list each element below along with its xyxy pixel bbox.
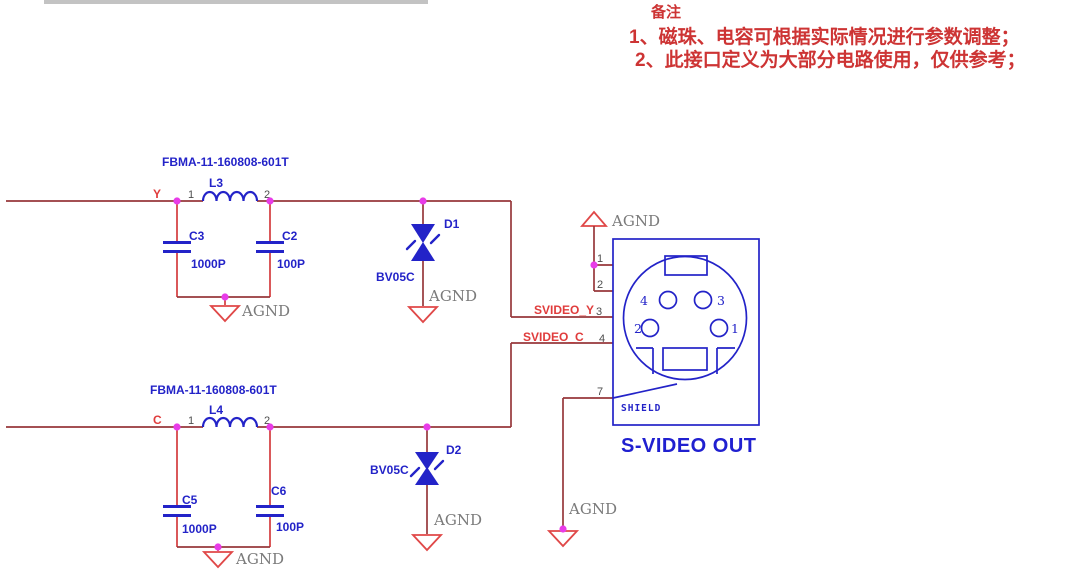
net-label-svideo-y: SVIDEO_Y — [534, 303, 594, 317]
junction-dot — [173, 197, 181, 205]
cap-c2-ref: C2 — [282, 229, 298, 243]
cap-c6-plate-bottom — [256, 514, 284, 517]
cap-c6-plate-top — [256, 505, 284, 508]
shield-label: SHIELD — [621, 403, 661, 414]
junction-dot — [221, 293, 229, 301]
junction-dot — [266, 423, 274, 431]
cap-c3-value: 1000P — [191, 257, 226, 271]
connector-key-slot — [664, 255, 708, 276]
junction-dot — [266, 197, 274, 205]
notes-block: 备注 1、磁珠、电容可根据实际情况进行参数调整； 2、此接口定义为大部分电路使用… — [629, 3, 1026, 71]
l4-pin2-number: 2 — [264, 415, 270, 427]
d2-zener-bars — [409, 459, 445, 478]
agnd-label-filter-y: AGND — [241, 302, 290, 320]
hole-number-1: 1 — [731, 321, 739, 336]
connector-pin1-number: 1 — [597, 253, 603, 265]
top-gray-bar — [44, 0, 428, 4]
shield-ground: AGND — [546, 397, 617, 548]
l3-pin2-number: 2 — [264, 189, 270, 201]
agnd-symbol-d2 — [410, 534, 444, 552]
net-label-c: C — [153, 413, 162, 427]
ferrite-part-label-c: FBMA-11-160808-601T — [150, 383, 277, 397]
inductor-l4-ref: L4 — [209, 403, 223, 417]
agnd-symbol-filter-c — [201, 551, 235, 569]
svideo-connector: 4 3 2 1 SHIELD 1 2 3 4 7 S-VIDEO OUT — [596, 238, 760, 457]
net-label-svideo-c: SVIDEO_C — [523, 330, 584, 344]
junction-dot — [214, 543, 222, 551]
d2-diode-lower-triangle — [415, 467, 439, 485]
filter-c: FBMA-11-160808-601T L4 1 2 C C5 1000P C6… — [6, 342, 613, 569]
tvs-d1: D1 BV05C AGND — [376, 201, 477, 324]
agnd-label-shield: AGND — [568, 500, 617, 518]
cap-c6-ref: C6 — [271, 484, 287, 498]
hole-number-4: 4 — [640, 293, 648, 308]
filter-y: FBMA-11-160808-601T L3 1 2 Y C3 1000P C2… — [6, 155, 613, 323]
junction-dots — [173, 197, 598, 551]
wire-net-c — [6, 342, 613, 428]
inductor-l3-ref: L3 — [209, 176, 223, 190]
inductor-l4-symbol — [201, 416, 259, 428]
connector-pin3-number: 3 — [596, 306, 602, 318]
connector-hole-2 — [640, 318, 660, 338]
cap-c2-plate-top — [256, 241, 284, 244]
connector-shield-slot — [662, 347, 708, 371]
l3-pin1-number: 1 — [188, 189, 194, 201]
agnd-label-d2: AGND — [433, 511, 482, 529]
net-label-y: Y — [153, 187, 161, 201]
junction-dot — [173, 423, 181, 431]
hole-number-3: 3 — [717, 293, 725, 308]
connector-pin7-number: 7 — [597, 386, 603, 398]
d1-diode-lower-triangle — [411, 242, 435, 261]
notes-line-1: 1、磁珠、电容可根据实际情况进行参数调整； — [629, 25, 1020, 48]
connector-pin2-number: 2 — [597, 279, 603, 291]
cap-c5-ref: C5 — [182, 493, 198, 507]
d2-diode-upper-triangle — [415, 452, 439, 470]
d1-diode-upper-triangle — [411, 224, 435, 243]
agnd-label-connector-top: AGND — [611, 212, 660, 230]
cap-c5-plate-top — [163, 505, 191, 508]
connector-hole-1 — [709, 318, 729, 338]
connector-hole-3 — [693, 290, 713, 310]
junction-dot — [423, 423, 431, 431]
junction-dot — [590, 261, 598, 269]
agnd-symbol-filter-y — [208, 305, 242, 323]
shield-connection-line — [612, 383, 678, 399]
inductor-l3-symbol — [201, 190, 259, 202]
cap-c5-value: 1000P — [182, 522, 217, 536]
cap-c6-value: 100P — [276, 520, 304, 534]
d1-ref: D1 — [444, 217, 460, 231]
connector-top-ground: AGND — [580, 210, 660, 292]
agnd-symbol-shield — [546, 530, 580, 548]
tvs-d2: D2 BV05C AGND — [370, 427, 482, 552]
connector-pin4-number: 4 — [599, 333, 605, 345]
pin7-wire — [562, 397, 613, 529]
notes-line-2: 2、此接口定义为大部分电路使用，仅供参考； — [635, 48, 1026, 71]
agnd-symbol-d1 — [406, 306, 440, 324]
connector-body — [612, 238, 760, 426]
junction-dot — [559, 525, 567, 533]
cap-c2-value: 100P — [277, 257, 305, 271]
l4-pin1-number: 1 — [188, 415, 194, 427]
cap-c3-plate-top — [163, 241, 191, 244]
notes-title: 备注 — [650, 3, 681, 21]
agnd-label-filter-c: AGND — [235, 550, 284, 568]
connector-title: S-VIDEO OUT — [621, 435, 757, 457]
agnd-symbol-connector-top — [580, 210, 608, 227]
cap-c3-plate-bottom — [163, 250, 191, 253]
hole-number-2: 2 — [634, 321, 642, 336]
cap-c5-plate-bottom — [163, 514, 191, 517]
d1-zener-bars — [405, 233, 441, 251]
d2-part: BV05C — [370, 463, 409, 477]
connector-hole-4 — [658, 290, 678, 310]
wire-net-y — [6, 200, 613, 318]
ferrite-part-label-y: FBMA-11-160808-601T — [162, 155, 289, 169]
cap-c2-plate-bottom — [256, 250, 284, 253]
agnd-label-d1: AGND — [428, 287, 477, 305]
d2-ref: D2 — [446, 443, 462, 457]
connector-side-tabs — [636, 347, 735, 374]
junction-dot — [419, 197, 427, 205]
cap-c3-ref: C3 — [189, 229, 205, 243]
d1-part: BV05C — [376, 270, 415, 284]
